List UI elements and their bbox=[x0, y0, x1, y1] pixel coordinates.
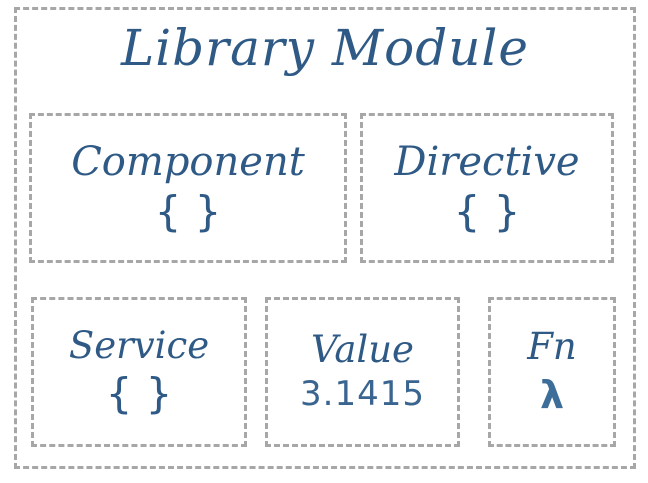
component-box: Component { } bbox=[29, 113, 347, 263]
fn-box: Fn λ bbox=[488, 297, 616, 447]
value-box: Value 3.1415 bbox=[265, 297, 460, 447]
component-braces-icon: { } bbox=[154, 186, 222, 236]
service-box: Service { } bbox=[31, 297, 247, 447]
directive-label: Directive bbox=[394, 138, 580, 185]
directive-braces-icon: { } bbox=[453, 186, 521, 236]
component-label: Component bbox=[71, 138, 305, 185]
lambda-icon: λ bbox=[539, 372, 565, 417]
library-module-container bbox=[14, 7, 636, 469]
directive-box: Directive { } bbox=[360, 113, 614, 263]
service-braces-icon: { } bbox=[105, 369, 173, 419]
fn-label: Fn bbox=[527, 324, 577, 368]
service-label: Service bbox=[68, 323, 210, 367]
library-module-title: Library Module bbox=[120, 19, 530, 77]
value-label: Value bbox=[311, 328, 414, 372]
value-number: 3.1415 bbox=[300, 373, 425, 414]
